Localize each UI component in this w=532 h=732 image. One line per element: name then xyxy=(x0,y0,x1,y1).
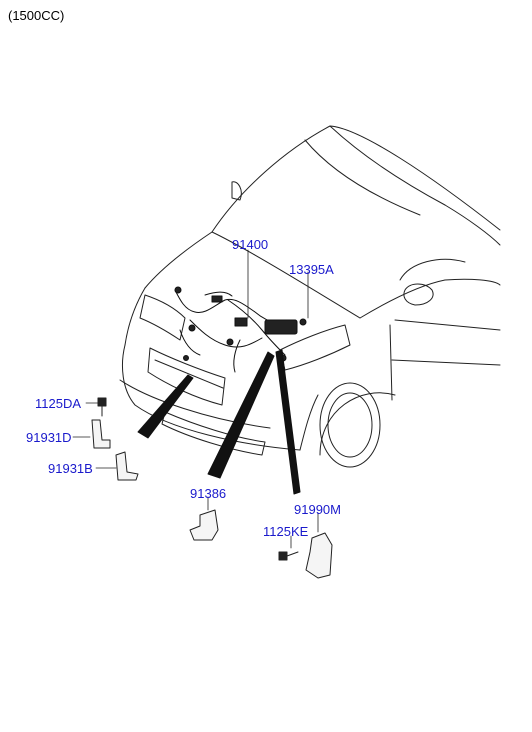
wiring-harness-91400 xyxy=(174,286,307,373)
bracket-91990m xyxy=(305,532,333,579)
part-number-91400[interactable]: 91400 xyxy=(232,237,269,252)
part-number-13395a[interactable]: 13395A xyxy=(289,262,334,277)
bolt-1125ke xyxy=(278,551,299,561)
engine-variant-label: (1500CC) xyxy=(8,8,65,23)
bolt-1125da xyxy=(97,397,107,417)
part-number-91386[interactable]: 91386 xyxy=(190,486,227,501)
bracket-91931b xyxy=(115,451,139,481)
part-number-91931d[interactable]: 91931D xyxy=(26,430,72,445)
bracket-91931d xyxy=(91,419,111,449)
part-number-1125ke[interactable]: 1125KE xyxy=(263,524,309,539)
part-number-91990m[interactable]: 91990M xyxy=(294,502,341,517)
leader-lines xyxy=(72,249,319,549)
bracket-91386 xyxy=(189,509,219,541)
leader-bands xyxy=(137,349,301,495)
car-body-outline xyxy=(119,125,501,468)
part-number-1125da[interactable]: 1125DA xyxy=(35,396,82,411)
part-number-91931b[interactable]: 91931B xyxy=(48,461,93,476)
